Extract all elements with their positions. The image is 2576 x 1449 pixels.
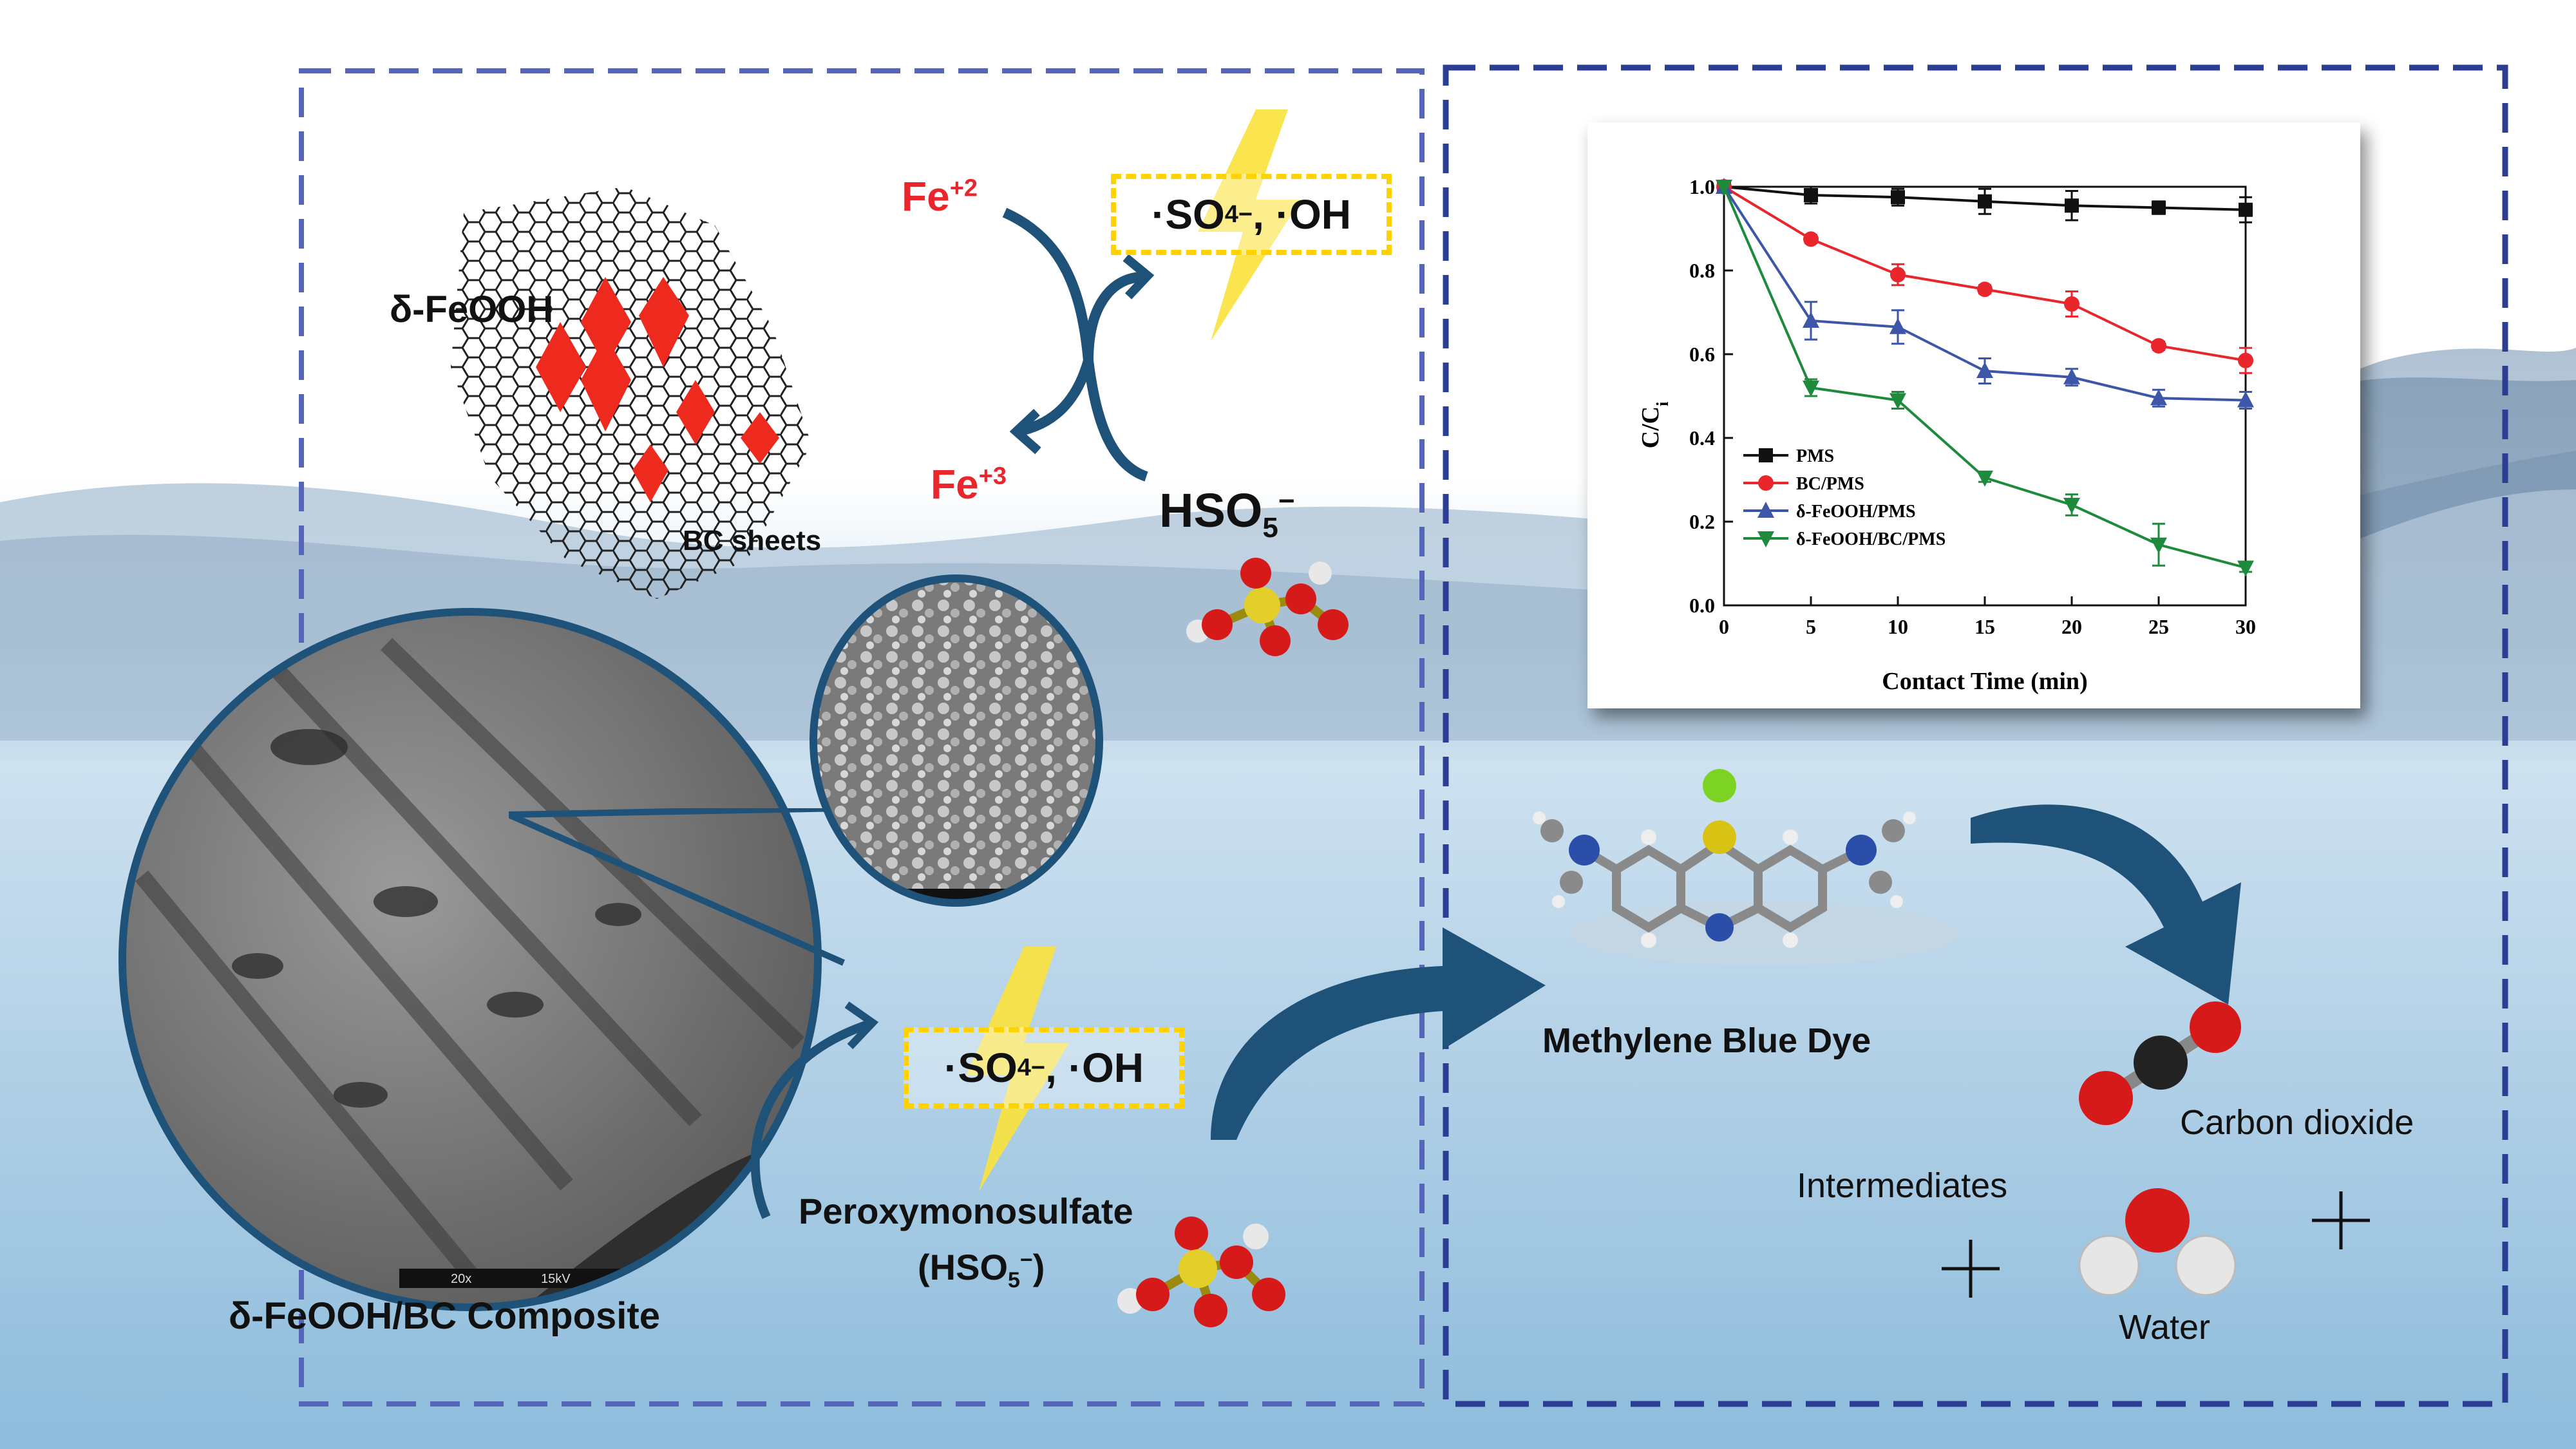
fe2-to-radical-arrow — [1002, 207, 1094, 361]
legend-marker — [1759, 448, 1773, 462]
legend-label: BC/PMS — [1796, 474, 1864, 494]
x-tick-label: 25 — [2148, 615, 2169, 638]
data-point — [1889, 393, 1906, 410]
data-point — [1803, 312, 1819, 328]
data-point — [1803, 381, 1819, 397]
sem-scale-1: 20x — [451, 1272, 471, 1286]
x-tick-label: 5 — [1806, 615, 1816, 638]
lightning-icon-top — [1198, 109, 1301, 341]
data-point — [1891, 190, 1905, 205]
plus-icon-left — [1942, 1240, 2000, 1298]
water-molecule-icon — [2078, 1188, 2237, 1296]
lightning-icon-bottom — [966, 947, 1069, 1191]
x-tick-label: 15 — [1975, 615, 1995, 638]
data-point — [2237, 560, 2254, 577]
data-point — [1804, 188, 1818, 202]
kinetics-chart: 0 5 10 15 20 25 30 0.0 0.2 0.4 0.6 0.8 1.0 PMS BC/PMS… — [1637, 175, 2256, 695]
y-tick-label: 0.0 — [1689, 594, 1715, 617]
data-point — [1978, 194, 1992, 209]
data-point — [2150, 389, 2167, 406]
x-tick-label: 0 — [1719, 615, 1729, 638]
peroxymonosulfate-label: Peroxymonosulfate — [799, 1191, 1133, 1231]
feooh-crystals — [536, 277, 779, 502]
data-point — [2064, 296, 2079, 312]
kinetics-chart-panel: 0 5 10 15 20 25 30 0.0 0.2 0.4 0.6 0.8 1.0 PMS BC/PMS… — [1587, 122, 2360, 708]
composite-label: δ-FeOOH/BC Composite — [229, 1295, 660, 1337]
data-point — [2150, 537, 2167, 554]
data-point — [1976, 470, 1993, 487]
chart-xlabel: Contact Time (min) — [1882, 668, 2087, 695]
feooh-label: δ-FeOOH — [390, 289, 554, 330]
legend-marker — [1757, 502, 1774, 518]
y-tick-label: 0.8 — [1689, 259, 1715, 282]
degradation-arrow — [1971, 804, 2241, 1005]
right-panel-frame — [1443, 64, 2508, 1407]
methylene-blue-molecule-icon — [1533, 769, 1958, 966]
fe-redox-cycle-arrows — [1002, 207, 1155, 482]
legend-marker — [1758, 475, 1774, 491]
sem-image-large: 20x 15kV — [118, 608, 822, 1311]
y-tick-label: 0.2 — [1689, 510, 1715, 533]
zoom-callout-lines — [509, 808, 846, 966]
pms-molecule-icon-bottom — [1117, 1217, 1285, 1327]
co2-label: Carbon dioxide — [2180, 1103, 2414, 1142]
y-tick-label: 1.0 — [1689, 175, 1715, 198]
data-point — [2065, 198, 2079, 213]
intermediates-label: Intermediates — [1797, 1166, 2008, 1205]
peroxymonosulfate-formula: (HSO5−) — [918, 1247, 1045, 1293]
x-tick-label: 20 — [2061, 615, 2082, 638]
data-point — [2063, 498, 2080, 514]
plus-icon-right — [2312, 1191, 2370, 1249]
hso5-top-label: HSO5− — [1159, 484, 1295, 544]
data-point — [2238, 352, 2253, 368]
y-tick-label: 0.4 — [1689, 426, 1715, 450]
hso5-to-fe3-arrow — [1083, 360, 1148, 482]
data-point — [1977, 281, 1993, 298]
transfer-arrow — [1211, 927, 1546, 1140]
legend-label: δ-FeOOH/BC/PMS — [1796, 529, 1946, 549]
pms-molecule-icon-top — [1186, 558, 1349, 656]
fe3-label: Fe+3 — [931, 461, 1007, 507]
y-tick-label: 0.6 — [1689, 343, 1715, 366]
co2-molecule-icon — [2079, 1001, 2241, 1125]
sem-image-zoom — [810, 574, 1103, 907]
legend-marker — [1757, 531, 1774, 547]
legend-label: PMS — [1796, 446, 1834, 466]
water-label: Water — [2119, 1308, 2211, 1347]
data-point — [2239, 202, 2253, 217]
methylene-blue-label: Methylene Blue Dye — [1542, 1021, 1871, 1060]
bc-sheets-label: BC sheets — [683, 525, 822, 556]
pms-activation-arrow — [750, 1001, 879, 1219]
data-point — [2151, 338, 2166, 354]
data-point — [1803, 231, 1819, 247]
data-point — [2152, 200, 2166, 215]
data-point — [1889, 317, 1906, 334]
x-tick-label: 10 — [1888, 615, 1908, 638]
x-tick-label: 30 — [2235, 615, 2256, 638]
data-point — [2063, 368, 2080, 384]
legend-label: δ-FeOOH/PMS — [1796, 502, 1916, 522]
data-point — [1716, 180, 1732, 196]
bc-sheet-lattice — [451, 187, 811, 599]
data-point — [2237, 391, 2254, 408]
data-point — [1976, 362, 1993, 378]
fe2-label: Fe+2 — [902, 173, 978, 220]
sem-scale-2: 15kV — [541, 1272, 571, 1286]
data-point — [1890, 267, 1906, 283]
chart-ylabel: C/Ci — [1637, 402, 1672, 449]
